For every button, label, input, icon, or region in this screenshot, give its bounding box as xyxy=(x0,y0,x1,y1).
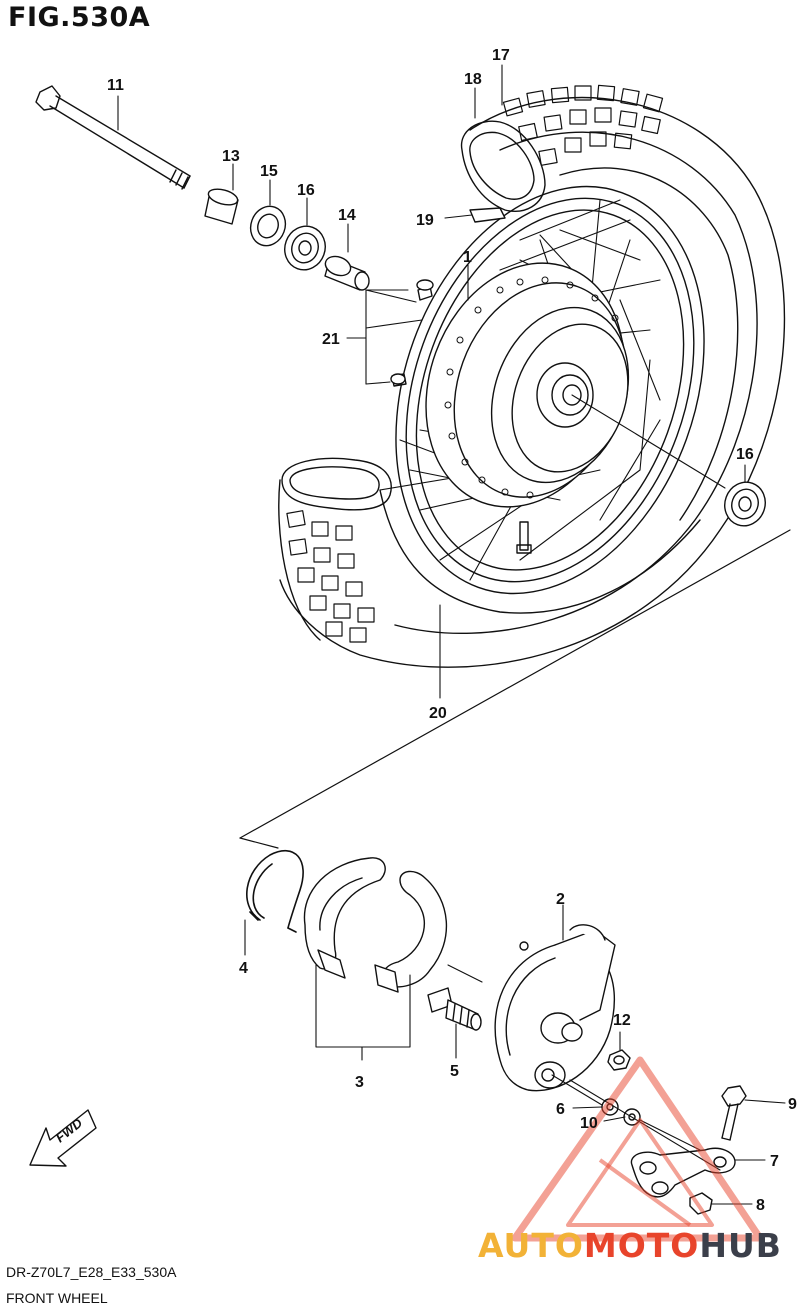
watermark-triangle xyxy=(511,1056,764,1242)
callout-8: 8 xyxy=(756,1197,765,1214)
callout-19: 19 xyxy=(416,212,434,229)
tire xyxy=(278,84,786,668)
section-name: FRONT WHEEL xyxy=(6,1290,108,1306)
callout-21: 21 xyxy=(322,331,340,348)
hub-flange-holes xyxy=(444,276,619,499)
callout-12: 12 xyxy=(613,1012,631,1029)
watermark-part-moto: MOTO xyxy=(583,1226,700,1265)
callout-11: 11 xyxy=(107,77,124,94)
callout-9: 9 xyxy=(788,1096,797,1113)
callout-4: 4 xyxy=(239,960,248,977)
callout-10: 10 xyxy=(580,1115,598,1132)
nut-12 xyxy=(607,1049,631,1071)
callout-6: 6 xyxy=(556,1101,565,1118)
leader-lines-upper xyxy=(117,64,746,699)
bolt-9 xyxy=(721,1085,747,1141)
valve-stem xyxy=(516,521,532,554)
spacer xyxy=(204,188,239,225)
callout-17: 17 xyxy=(492,47,510,64)
bearing-upper xyxy=(284,225,326,271)
brake-panel xyxy=(494,924,616,1092)
front-axle xyxy=(35,85,191,190)
callout-15: 15 xyxy=(260,163,278,180)
rim xyxy=(395,185,705,595)
balancer-bolts xyxy=(390,279,434,387)
figure-title: FIG.530A xyxy=(8,2,151,33)
callout-3: 3 xyxy=(355,1074,364,1091)
shoe-spring xyxy=(246,849,304,933)
watermark-part-hub: HUB xyxy=(699,1226,782,1265)
brake-shoe-left xyxy=(303,857,386,979)
watermark-part-auto: AUTO xyxy=(478,1226,584,1265)
callout-labels: 1 2 3 4 5 6 7 8 9 10 11 12 13 14 15 16 1… xyxy=(107,47,797,1214)
callout-20: 20 xyxy=(429,705,447,722)
callout-16-upper: 16 xyxy=(297,182,315,199)
spacer-14 xyxy=(324,255,370,291)
callout-5: 5 xyxy=(450,1063,459,1080)
hub xyxy=(425,262,630,508)
callout-1: 1 xyxy=(463,249,472,266)
section-divider xyxy=(239,529,791,849)
callout-7: 7 xyxy=(770,1153,779,1170)
oil-seal xyxy=(249,205,287,247)
callout-14: 14 xyxy=(338,207,356,224)
callout-16-lower: 16 xyxy=(736,446,754,463)
callout-13: 13 xyxy=(222,148,240,165)
brake-shoe-right xyxy=(374,870,448,993)
bearing-lower xyxy=(724,481,766,527)
brake-cam xyxy=(427,987,482,1031)
forward-arrow xyxy=(29,1109,97,1167)
rim-band xyxy=(469,207,506,223)
model-code: DR-Z70L7_E28_E33_530A xyxy=(6,1264,177,1280)
callout-18: 18 xyxy=(464,71,482,88)
callout-2: 2 xyxy=(556,891,565,908)
watermark-logo: AUTOMOTOHUB xyxy=(478,1226,782,1265)
